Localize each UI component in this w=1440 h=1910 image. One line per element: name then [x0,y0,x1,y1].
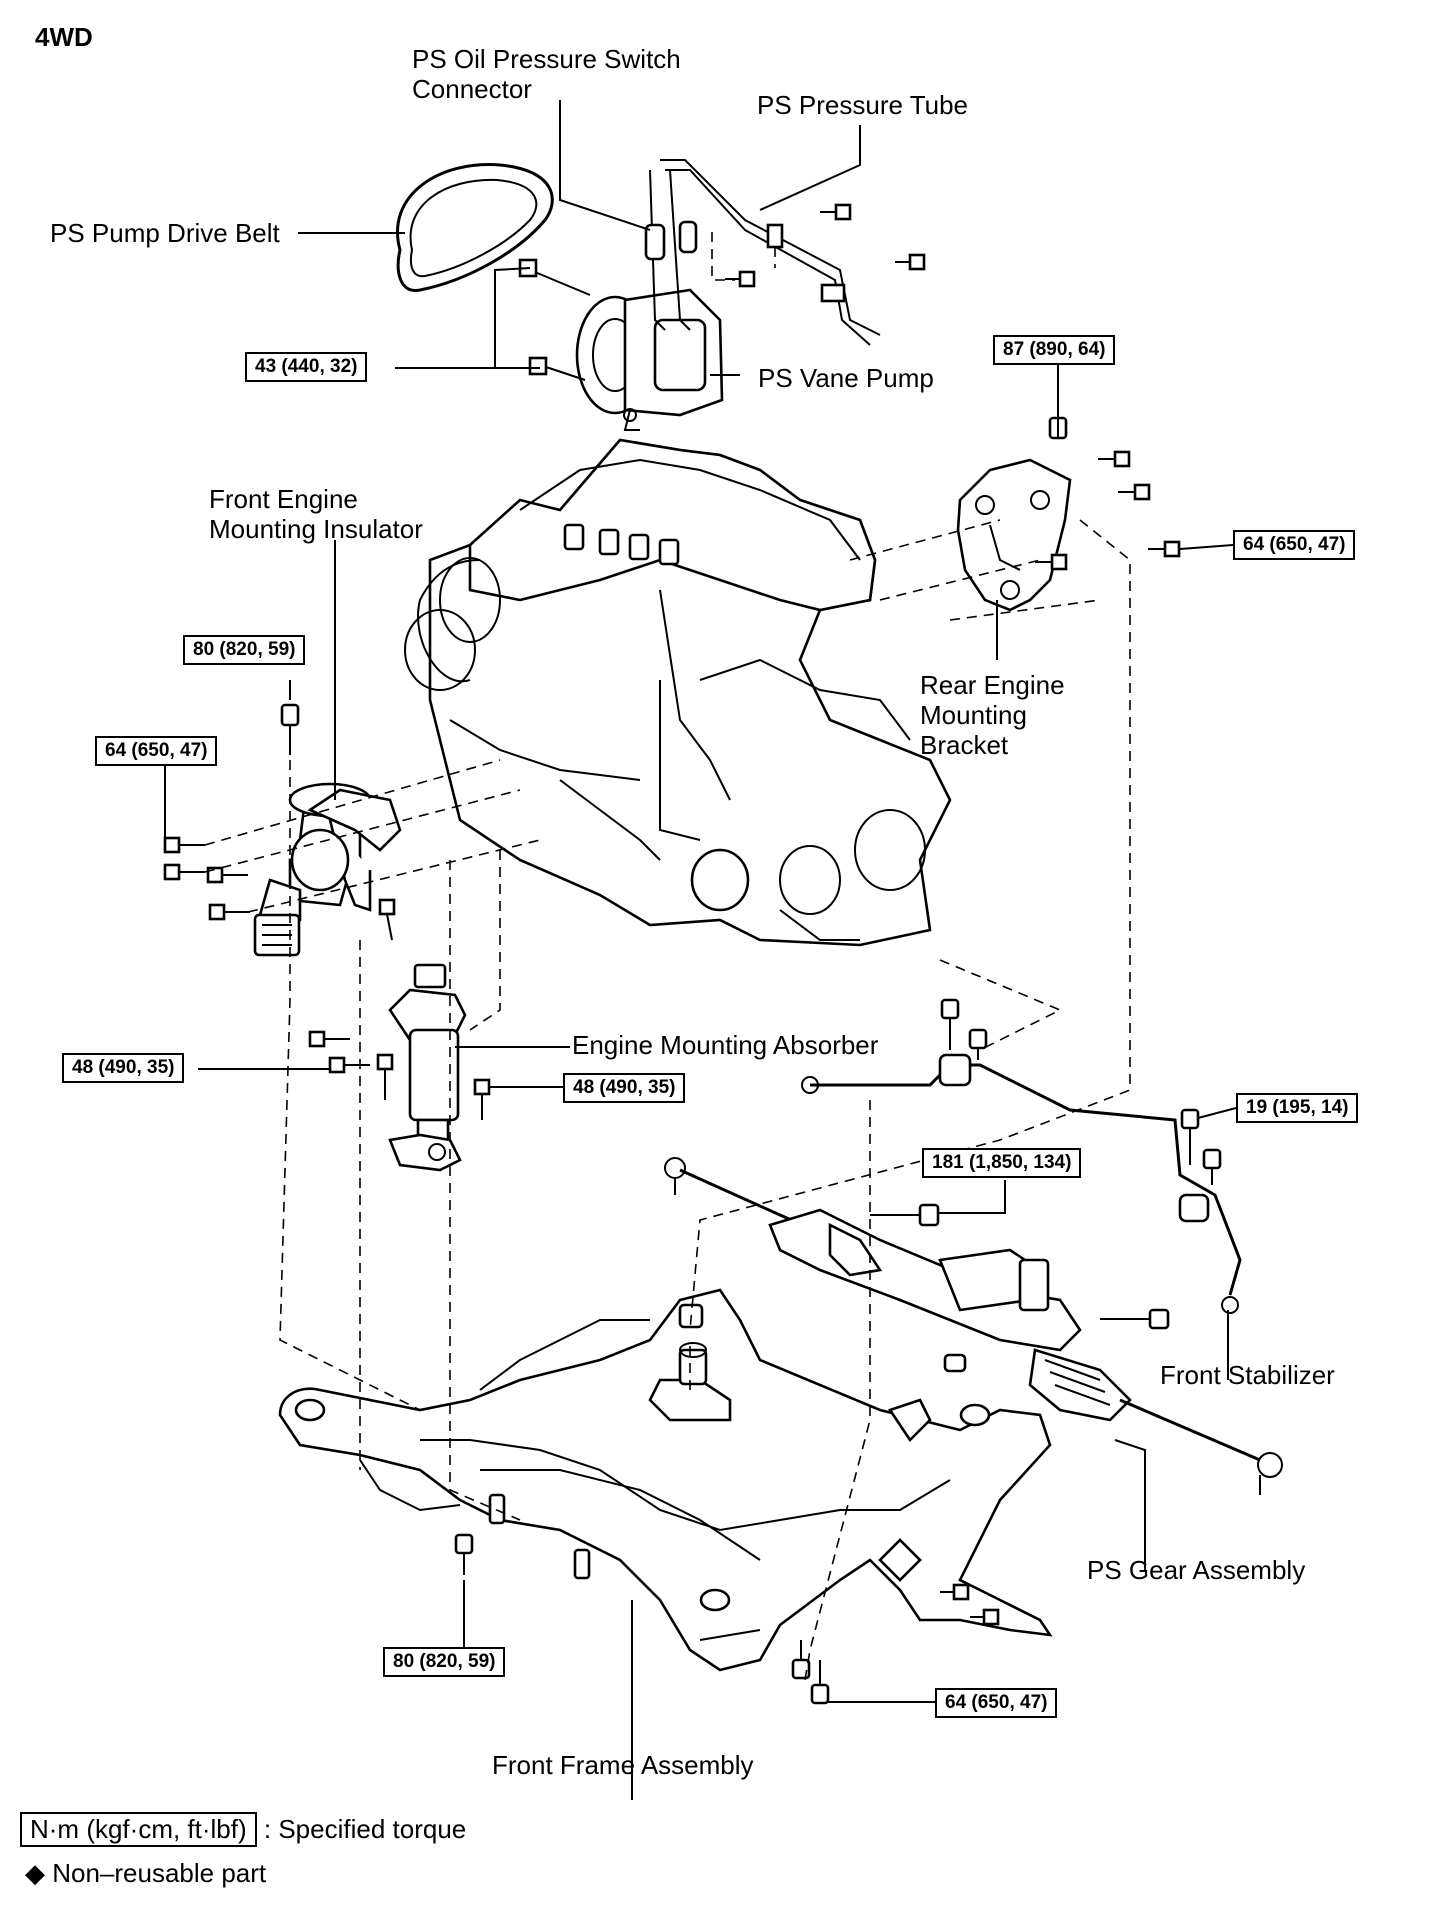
label-ps-pump-drive-belt: PS Pump Drive Belt [50,218,280,248]
front-engine-mounting-insulator-drawing [253,782,402,957]
engine-block-drawing [404,438,952,947]
label-ps-vane-pump: PS Vane Pump [758,363,934,393]
torque-absorber-right: 48 (490, 35) [563,1073,686,1103]
label-ps-oil-pressure-switch-line1: PS Oil Pressure Switch [412,44,681,74]
torque-rear-bracket-nut: 87 (890, 64) [993,335,1116,365]
torque-front-insulator-top: 80 (820, 59) [183,635,306,665]
legend-torque: N·m (kgf·cm, ft·lbf) : Specified torque [20,1812,466,1847]
pressure-tube-bolts-drawing [711,203,926,288]
label-rear-engine-line1: Rear Engine [920,670,1065,700]
torque-frame-left: 80 (820, 59) [383,1647,506,1677]
torque-absorber-left: 48 (490, 35) [62,1053,185,1083]
alignment-dashes [204,519,1131,1681]
label-front-frame-assembly: Front Frame Assembly [492,1750,754,1780]
ps-gear-assembly-drawing [664,1157,1283,1495]
ps-vane-pump-drawing [575,288,724,431]
torque-rear-bracket-bolts: 64 (650, 47) [1233,530,1356,560]
label-ps-gear-assembly: PS Gear Assembly [1087,1555,1306,1585]
label-front-engine-line2: Mounting Insulator [209,514,423,544]
torque-front-insulator-side: 64 (650, 47) [95,736,218,766]
engine-mounting-absorber-drawing [388,963,467,1172]
torque-stabilizer-bracket: 19 (195, 14) [1236,1093,1359,1123]
absorber-bolts-drawing [308,1030,491,1120]
pump-bolts-drawing [518,258,591,381]
leader-lines [164,100,1237,1800]
label-engine-mounting-absorber: Engine Mounting Absorber [572,1030,879,1060]
rear-engine-mounting-bracket-drawing [956,458,1072,612]
torque-vane-pump-bolts: 43 (440, 32) [245,352,368,382]
legend-nonreusable-desc: Non–reusable part [52,1858,267,1888]
front-stabilizer-drawing [801,998,1242,1314]
legend-nonreusable: ◆ Non–reusable part [25,1858,266,1889]
legend-torque-desc: : Specified torque [263,1814,467,1844]
rear-bracket-fasteners-drawing [1035,375,1181,571]
label-rear-engine-line2: Mounting [920,700,1027,730]
label-ps-oil-pressure-switch-line2: Connector [412,74,532,104]
torque-frame-right: 64 (650, 47) [935,1688,1058,1718]
label-front-engine-line1: Front Engine [209,484,358,514]
front-insulator-bolts-drawing [163,703,396,941]
view-tag: 4WD [35,22,93,52]
label-rear-engine-line3: Bracket [920,730,1009,760]
legend-torque-unit: N·m (kgf·cm, ft·lbf) [20,1812,257,1847]
label-ps-pressure-tube: PS Pressure Tube [757,90,968,120]
ps-pump-drive-belt-drawing [396,163,554,292]
torque-gear-assembly-bolt: 181 (1,850, 134) [922,1148,1082,1178]
label-front-stabilizer: Front Stabilizer [1160,1360,1335,1390]
ps-pressure-tube-drawing [644,159,881,346]
nonreusable-diamond-icon: ◆ [25,1858,45,1888]
front-frame-assembly-drawing [278,1288,1053,1705]
